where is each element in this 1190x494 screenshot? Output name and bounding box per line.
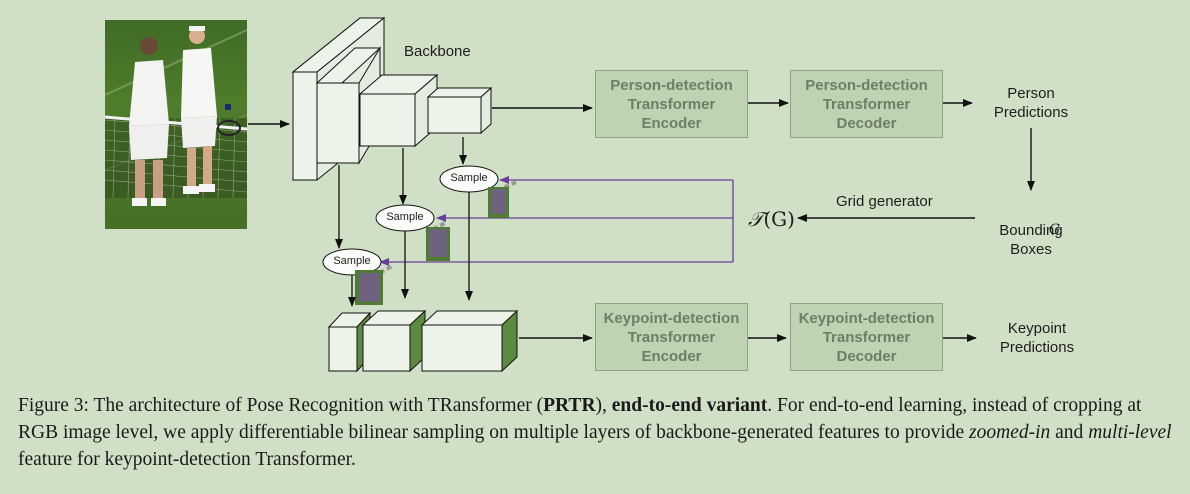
crop-thumbnail-1 xyxy=(355,270,383,305)
bounding-boxes-text: Bounding Boxes xyxy=(999,222,1063,258)
sample-label-2: Sample xyxy=(386,211,424,223)
person-predictions-label: Person Predictions xyxy=(993,85,1069,121)
backbone-block-3 xyxy=(358,73,439,148)
transform-symbol: 𝒯(G) xyxy=(748,207,795,231)
caption-text-5: feature for keypoint-detection Transform… xyxy=(18,449,356,470)
grid-feedback-lines xyxy=(379,176,734,266)
bounding-boxes-symbol: G xyxy=(1049,222,1061,238)
keypoint-detection-decoder: Keypoint-detection Transformer Decoder xyxy=(790,303,943,371)
backbone-block-4 xyxy=(426,86,493,135)
bounding-boxes-label: Bounding Boxes xyxy=(978,202,1084,259)
person-detection-encoder: Person-detection Transformer Encoder xyxy=(595,70,748,138)
tennis-players-illustration xyxy=(105,26,247,206)
transform-t: 𝒯 xyxy=(748,207,764,231)
grid-generator-label: Grid generator xyxy=(836,193,933,210)
caption-italic-zoomed: zoomed-in xyxy=(969,422,1051,443)
crop-thumbnail-3 xyxy=(488,187,509,218)
backbone-label: Backbone xyxy=(404,43,471,60)
caption-text-2: ), xyxy=(595,395,612,416)
caption-text-1: Figure 3: The architecture of Pose Recog… xyxy=(18,395,544,416)
caption-text-3: . For end-to-end learning, instead of cr… xyxy=(18,395,1142,443)
caption-text-4: and xyxy=(1050,422,1089,443)
caption-bold-variant: end-to-end variant xyxy=(611,395,768,416)
keypoint-predictions-label: Keypoint Predictions xyxy=(999,320,1075,356)
keypoint-detection-encoder: Keypoint-detection Transformer Encoder xyxy=(595,303,748,371)
sampled-feature-2 xyxy=(361,309,427,373)
sample-label-1: Sample xyxy=(333,255,371,267)
person-detection-decoder: Person-detection Transformer Decoder xyxy=(790,70,943,138)
caption-italic-multilevel: multi-level xyxy=(1088,422,1172,443)
sampled-feature-3 xyxy=(420,309,519,373)
sample-label-3: Sample xyxy=(450,172,488,184)
figure-caption: Figure 3: The architecture of Pose Recog… xyxy=(18,392,1178,473)
input-image xyxy=(105,20,247,229)
transform-arg: (G) xyxy=(763,207,795,231)
caption-bold-prtr: PRTR xyxy=(543,395,596,416)
crop-thumbnail-2 xyxy=(426,227,450,261)
architecture-diagram xyxy=(248,16,1035,373)
